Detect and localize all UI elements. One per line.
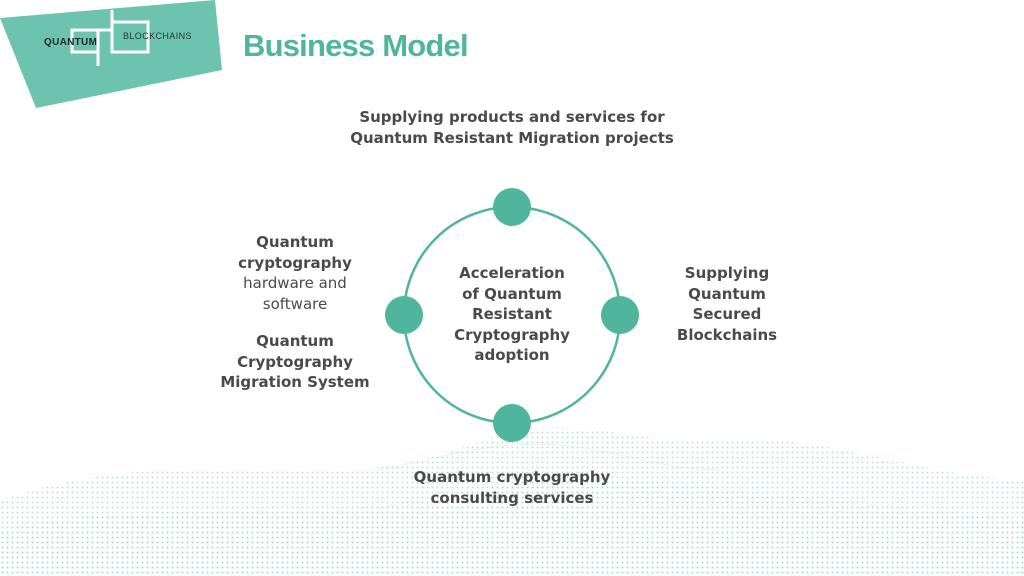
right-label-line: Secured (692, 305, 762, 323)
left-bottom-label-line: Migration System (220, 373, 370, 391)
cycle-node-right (601, 296, 639, 334)
right-label: Supplying Quantum Secured Blockchains (652, 263, 802, 345)
left-bottom-label-line: Cryptography (237, 352, 353, 371)
center-label-line: of Quantum (462, 284, 562, 303)
subtitle-line: Quantum Resistant Migration projects (350, 129, 674, 147)
logo-word-blockchains: BLOCKCHAINS (123, 31, 192, 41)
left-top-label-line: software (262, 294, 328, 313)
right-label-line: Blockchains (676, 325, 778, 344)
subtitle-line: Supplying products and services for (359, 108, 665, 126)
left-bottom-label: Quantum Cryptography Migration System (205, 331, 385, 393)
left-top-label-line: cryptography (238, 253, 352, 272)
center-label-line: Resistant (472, 305, 552, 323)
center-label-line: adoption (474, 346, 550, 364)
center-label: Acceleration of Quantum Resistant Crypto… (432, 263, 592, 366)
right-label-line: Supplying (684, 264, 770, 282)
bottom-label: Quantum cryptography consulting services (382, 467, 642, 508)
cycle-node-left (385, 296, 423, 334)
right-label-line: Quantum (688, 284, 766, 303)
cycle-node-bottom (493, 404, 531, 442)
left-top-label: Quantum cryptography hardware and softwa… (215, 232, 375, 314)
left-top-label-line: Quantum (256, 233, 334, 251)
cycle-node-top (493, 188, 531, 226)
bottom-label-line: Quantum cryptography (413, 468, 611, 486)
logo-word-quantum: QUANTUM (44, 37, 98, 48)
center-label-line: Cryptography (454, 325, 570, 344)
company-logo: QUANTUM BLOCKCHAINS (0, 0, 240, 120)
logo-shape (0, 0, 222, 108)
left-top-label-line: hardware and (243, 274, 347, 292)
center-label-line: Acceleration (459, 264, 565, 282)
subtitle: Supplying products and services for Quan… (312, 107, 712, 149)
left-bottom-label-line: Quantum (256, 332, 334, 350)
page-title: Business Model (243, 28, 469, 63)
bottom-label-line: consulting services (430, 488, 594, 507)
